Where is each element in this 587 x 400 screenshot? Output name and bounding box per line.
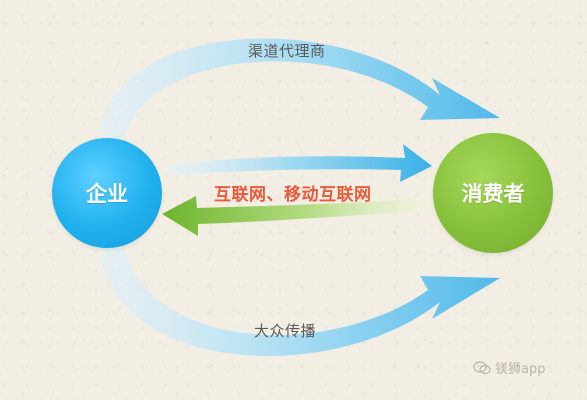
bottom-arc-arrow [100,248,500,356]
middle-forward-arrow [168,144,432,182]
channel-agent-label: 渠道代理商 [248,42,326,60]
middle-reverse-arrow [162,196,430,236]
consumer-label: 消费者 [461,182,525,206]
internet-label: 互联网、移动互联网 [214,185,372,205]
mass-communication-label: 大众传播 [254,322,317,340]
consumer-node: 消费者 [433,133,553,253]
watermark: 镁狮app [473,358,545,377]
enterprise-node: 企业 [52,138,162,248]
watermark-text: 镁狮app [495,362,546,377]
wechat-icon [473,360,491,374]
top-arc-arrow [100,38,500,138]
enterprise-label: 企业 [86,182,128,206]
